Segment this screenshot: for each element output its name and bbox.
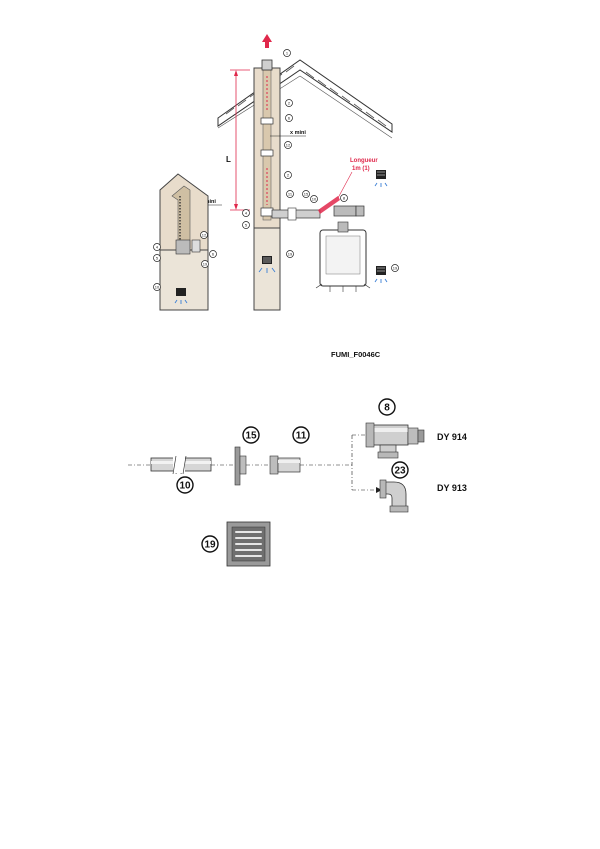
part-number-text: 19 [204, 540, 216, 551]
length-label: L [226, 155, 231, 164]
reference-dy914: DY 914 [437, 432, 467, 442]
callout: 19 [286, 250, 294, 258]
horizontal-connector [271, 196, 365, 221]
callout-number: 10 [312, 197, 317, 202]
callout: 2 [285, 99, 293, 107]
length-dimension: L [226, 69, 250, 211]
grille-part [226, 521, 271, 567]
left-chimney [159, 173, 209, 311]
callout: 4 [242, 209, 250, 217]
part-number-15: 15 [242, 426, 260, 444]
boiler [315, 221, 371, 292]
part-number-8: 8 [378, 398, 396, 416]
callouts: 1 2 6 12 2 11 15 8 10 4 5 19 4 5 12 6 19… [153, 49, 399, 291]
longueur-label: Longueur [350, 158, 378, 164]
callout: 6 [285, 114, 293, 122]
tee-part [365, 422, 425, 459]
callout: 19 [201, 260, 209, 268]
callout-number: 8 [343, 196, 346, 201]
callout-number: 1 [286, 51, 289, 56]
callout-number: 6 [212, 252, 215, 257]
callout: 10 [153, 283, 161, 291]
part-number-23: 23 [391, 461, 409, 479]
callout-number: 19 [288, 252, 293, 257]
part-number-text: 11 [296, 431, 307, 442]
callout: 19 [391, 264, 399, 272]
callout: 10 [310, 195, 318, 203]
callout: 15 [302, 190, 310, 198]
reference-dy913: DY 913 [437, 483, 467, 493]
callout-number: 4 [245, 211, 248, 216]
longueur-label-value: 1m (1) [352, 166, 370, 172]
callout: 12 [200, 231, 208, 239]
callout: 4 [153, 243, 161, 251]
sleeve-part [269, 455, 352, 475]
callout-number: 12 [286, 143, 291, 148]
part-number-text: 15 [245, 431, 257, 442]
callout: 5 [242, 221, 250, 229]
part-number-text: 10 [179, 481, 191, 492]
callout-number: 5 [245, 223, 248, 228]
callout-number: 2 [287, 173, 290, 178]
vent-grille-icon [374, 170, 388, 187]
parts-diagram: 15 11 8 10 23 19 DY 914 DY 913 [128, 398, 467, 567]
callout: 2 [284, 171, 292, 179]
elbow-part [379, 479, 409, 513]
chimney-installation-diagram: L x mini x mini Longueur 1m (1) [153, 34, 399, 311]
pipe-part [128, 455, 234, 475]
callout-number: 12 [202, 233, 207, 238]
main-chimney [253, 34, 281, 311]
callout: 11 [286, 190, 294, 198]
callout-number: 4 [156, 245, 159, 250]
x-mini-label-1: x mini [290, 130, 306, 136]
callout: 5 [153, 254, 161, 262]
callout: 8 [340, 194, 348, 202]
figure-code: FUMI_F0046C [331, 350, 381, 359]
callout-number: 2 [288, 101, 291, 106]
part-number-11: 11 [292, 426, 310, 444]
part-number-text: 8 [384, 403, 390, 414]
callout-number: 6 [288, 116, 291, 121]
callout-number: 15 [304, 192, 309, 197]
callout-number: 19 [203, 262, 208, 267]
callout: 12 [284, 141, 292, 149]
callout-number: 11 [288, 192, 293, 197]
callout-number: 10 [155, 285, 160, 290]
vent-grille-icon [374, 266, 388, 283]
callout-number: 19 [393, 266, 398, 271]
callout: 1 [283, 49, 291, 57]
callout-number: 5 [156, 256, 159, 261]
part-number-19: 19 [201, 535, 219, 553]
part-number-text: 23 [394, 466, 406, 477]
wall-plate-part [234, 446, 268, 486]
part-number-10: 10 [176, 476, 194, 494]
callout: 6 [209, 250, 217, 258]
roof [217, 59, 393, 139]
